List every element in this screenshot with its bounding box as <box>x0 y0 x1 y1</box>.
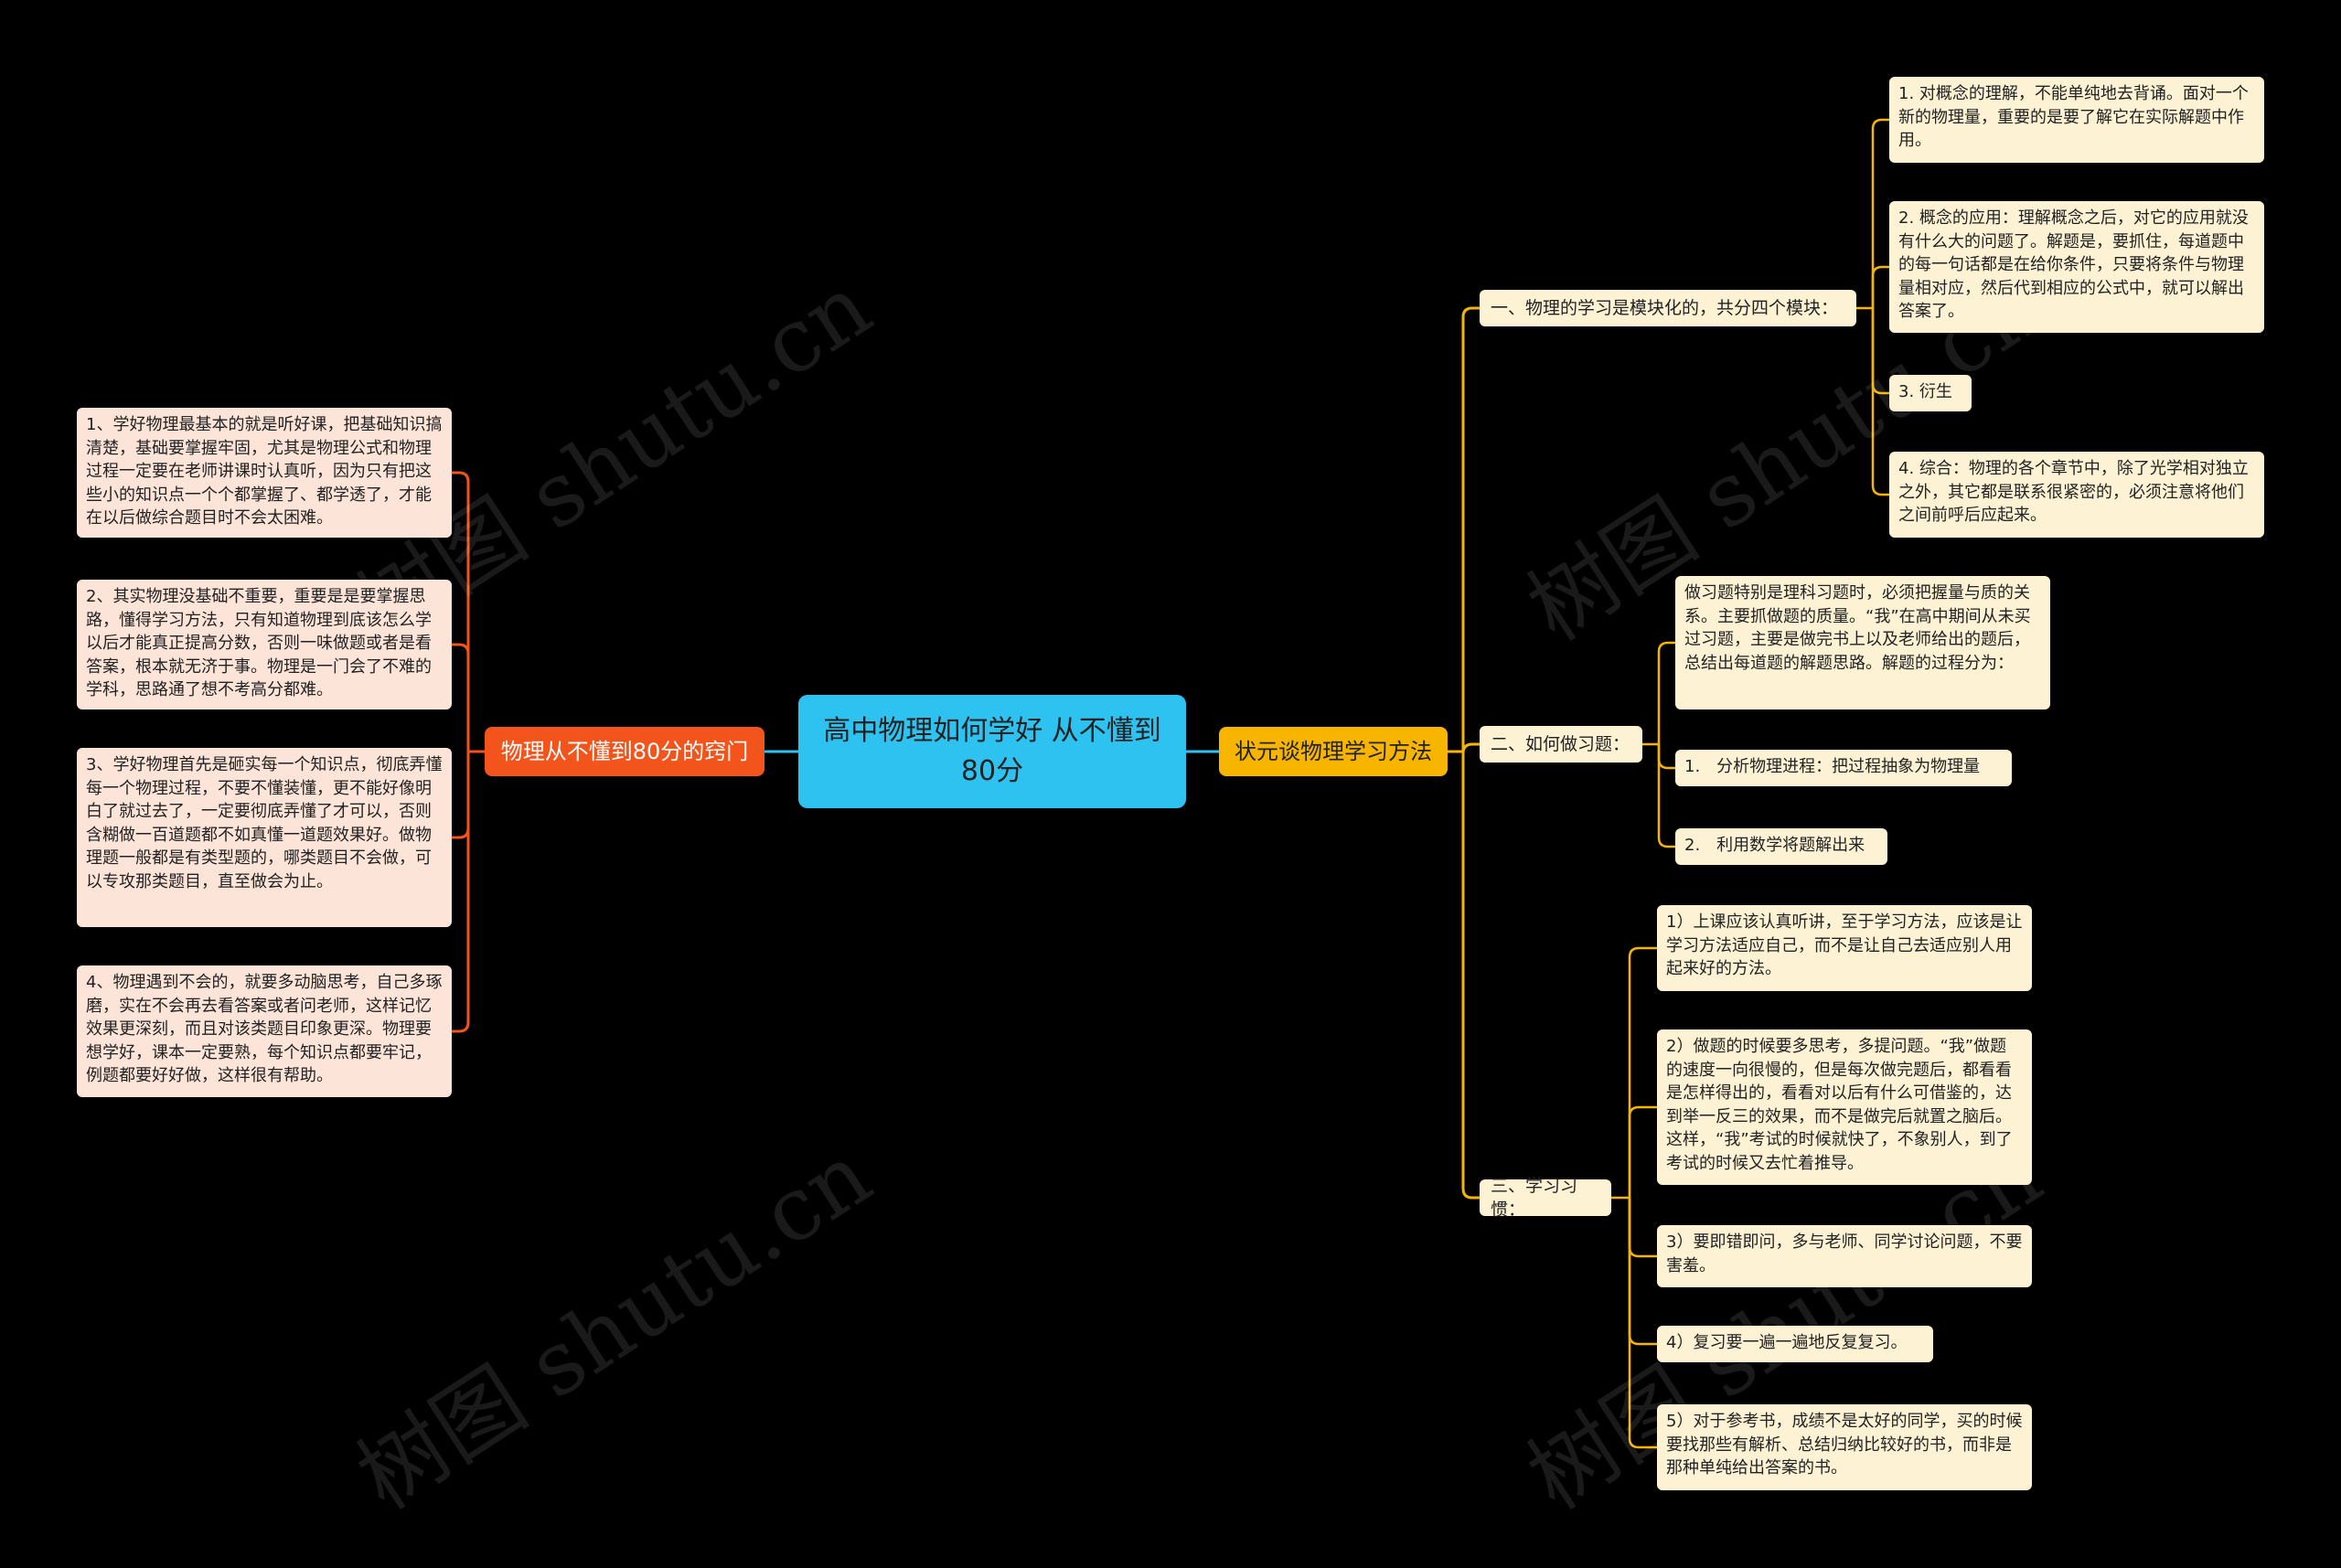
group-1-leaf-2[interactable]: 2. 概念的应用：理解概念之后，对它的应用就没有什么大的问题了。解题是，要抓住，… <box>1889 201 2264 333</box>
connector <box>1461 742 1480 754</box>
root-topic-text: 高中物理如何学好 从不懂到80分 <box>823 715 1161 787</box>
group-3-topic[interactable]: 三、学习习惯： <box>1480 1176 1611 1220</box>
group-3-leaf-2[interactable]: 2）做题的时候要多思考，多提问题。“我”做题的速度一向很慢的，但是每次做完题后，… <box>1657 1029 2032 1185</box>
left-leaf-3[interactable]: 3、学好物理首先是砸实每一个知识点，彻底弄懂每一个物理过程，不要不懂装懂，更不能… <box>77 748 452 927</box>
group-1-leaf-1[interactable]: 1. 对概念的理解，不能单纯地去背诵。面对一个新的物理量，重要的是要了解它在实际… <box>1889 77 2264 163</box>
root-topic[interactable]: 高中物理如何学好 从不懂到80分 <box>798 695 1186 808</box>
connector <box>452 752 470 1033</box>
group-1-leaf-3[interactable]: 3. 衍生 <box>1889 375 1972 411</box>
group-2-topic[interactable]: 二、如何做习题： <box>1480 726 1642 763</box>
connector <box>1628 946 1657 1198</box>
connector <box>452 471 470 752</box>
left-leaf-2[interactable]: 2、其实物理没基础不重要，重要是是要掌握思路，懂得学习方法，只有知道物理到底该怎… <box>77 580 452 709</box>
group-2-leaf-2[interactable]: 1. 分析物理进程：把过程抽象为物理量 <box>1675 750 2012 786</box>
connector <box>1628 1105 1657 1198</box>
connector <box>452 752 470 839</box>
connector <box>1871 118 1889 308</box>
left-leaf-4[interactable]: 4、物理遇到不会的，就要多动脑思考，自己多琢磨，实在不会再去看答案或者问老师，这… <box>77 965 452 1097</box>
connector <box>1871 265 1889 308</box>
connector <box>1657 744 1675 848</box>
left-branch-topic[interactable]: 物理从不懂到80分的窍门 <box>485 727 764 776</box>
group-2-leaf-3[interactable]: 2. 利用数学将题解出来 <box>1675 828 1887 865</box>
right-branch-label: 状元谈物理学习方法 <box>1235 739 1432 764</box>
group-3-leaf-3[interactable]: 3）要即错即问，多与老师、同学讨论问题，不要害羞。 <box>1657 1225 2032 1287</box>
group-3-leaf-4[interactable]: 4）复习要一遍一遍地反复复习。 <box>1657 1326 1933 1362</box>
connector <box>452 643 470 752</box>
group-2-leaf-1[interactable]: 做习题特别是理科习题时，必须把握量与质的关系。主要抓做题的质量。“我”在高中期间… <box>1675 576 2050 709</box>
left-branch-label: 物理从不懂到80分的窍门 <box>500 739 749 764</box>
group-1-topic[interactable]: 一、物理的学习是模块化的，共分四个模块： <box>1480 290 1856 326</box>
group-3-leaf-1[interactable]: 1）上课应该认真听讲，至于学习方法，应该是让学习方法适应自己，而不是让自己去适应… <box>1657 905 2032 991</box>
connector <box>1871 308 1889 395</box>
connector <box>1628 1198 1657 1346</box>
connector <box>1461 306 1480 752</box>
connector <box>1628 1198 1657 1449</box>
right-branch-topic[interactable]: 状元谈物理学习方法 <box>1219 727 1448 776</box>
group-3-leaf-5[interactable]: 5）对于参考书，成绩不是太好的同学，买的时候要找那些有解析、总结归纳比较好的书，… <box>1657 1404 2032 1490</box>
left-leaf-1[interactable]: 1、学好物理最基本的就是听好课，把基础知识搞清楚，基础要掌握牢固，尤其是物理公式… <box>77 408 452 538</box>
connector <box>1461 752 1480 1200</box>
connector <box>1628 1198 1657 1258</box>
connector <box>1871 308 1889 496</box>
connector <box>1657 641 1675 744</box>
watermark: 树图 shutu.cn <box>339 1123 889 1530</box>
group-1-leaf-4[interactable]: 4. 综合：物理的各个章节中，除了光学相对独立之外，其它都是联系很紧密的，必须注… <box>1889 452 2264 538</box>
connector <box>1657 744 1675 770</box>
